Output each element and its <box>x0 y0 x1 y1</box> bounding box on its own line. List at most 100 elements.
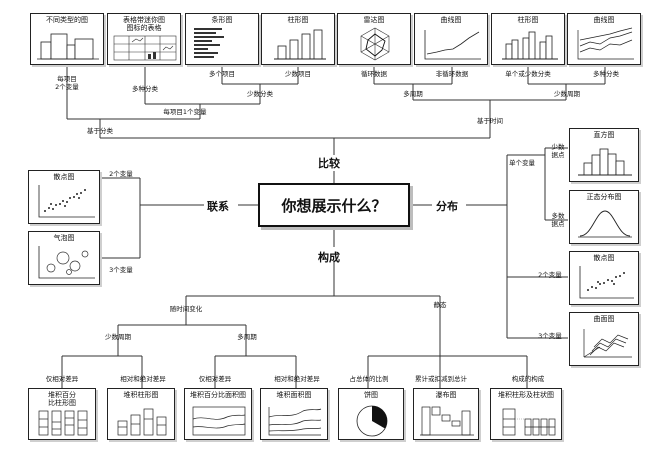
category-compare: 比较 <box>318 157 340 170</box>
card-title: 瀑布图 <box>435 391 457 399</box>
card-bar-chart: 条形图 <box>185 13 259 65</box>
label-few-periods-comp: 少数周期 <box>105 333 131 341</box>
label-one-var-per-item: 每项目1个变量 <box>163 108 207 116</box>
3d-surface-icon <box>583 329 632 358</box>
card-title: 柱形图 <box>517 16 539 24</box>
stacked-100-column-icon <box>38 410 88 436</box>
label-between-items: 基于分类 <box>87 127 113 135</box>
bell-curve-icon <box>578 210 632 238</box>
card-column-chart: 柱形图 <box>261 13 335 65</box>
label-dist-single-var: 单个变量 <box>509 159 535 167</box>
label-relation-three-var: 3个变量 <box>109 266 133 274</box>
card-title: 不同类型的图 <box>46 16 88 24</box>
label-component: 构成的构成 <box>511 375 545 383</box>
radar-chart-icon <box>360 27 390 61</box>
label-many-periods-comp: 多周期 <box>237 333 257 341</box>
scatter-plot-icon <box>38 185 95 218</box>
card-variable-width-chart: 不同类型的图 <box>30 13 104 65</box>
label-relative-diff-1: 仅相对差异 <box>45 375 79 383</box>
card-title: 堆积柱形图 <box>123 391 159 399</box>
card-title: 堆积百分 比柱形图 <box>48 391 76 407</box>
label-many-periods: 多周期 <box>403 90 423 98</box>
card-bubble-chart: 气泡图 <box>28 231 100 285</box>
card-title: 散点图 <box>53 173 75 181</box>
card-title: 表格带迷你图 图标的表格 <box>123 16 165 32</box>
card-histogram: 直方图 <box>569 128 639 182</box>
category-distribution: 分布 <box>436 200 458 213</box>
label-relative-diff-2: 仅相对差异 <box>198 375 232 383</box>
waterfall-chart-icon <box>420 406 474 436</box>
card-stacked-area: 堆积面积图 <box>260 388 328 440</box>
label-dist-two-var: 2个变量 <box>538 271 562 279</box>
card-radar-chart: 雷达图 <box>337 13 411 65</box>
stacked-area-icon <box>268 407 322 436</box>
label-accumulate: 累计或扣减到总计 <box>415 375 467 383</box>
histogram-icon <box>578 148 632 176</box>
category-relation: 联系 <box>207 200 229 213</box>
label-dist-many-points: 多数 据点 <box>551 212 565 228</box>
card-title: 堆积百分比面积图 <box>190 391 246 399</box>
label-few-periods: 少数周期 <box>554 90 580 98</box>
card-title: 条形图 <box>211 16 233 24</box>
card-title: 散点图 <box>593 254 615 262</box>
label-few-items: 少数项目 <box>285 70 311 78</box>
stacked-column-icon <box>117 408 167 436</box>
label-single-or-few: 单个或少数分类 <box>505 70 551 78</box>
bar-chart-icon <box>194 28 224 58</box>
card-title: 饼图 <box>364 391 378 399</box>
card-title: 正态分布图 <box>586 193 622 201</box>
label-cyclical: 循环数据 <box>361 70 387 78</box>
card-column-chart-2: 柱形图 <box>491 13 565 65</box>
card-title: 堆积柱形及柱状图 <box>498 391 554 399</box>
label-share-total: 占总体的比例 <box>349 375 389 383</box>
card-stacked-column: 堆积柱形图 <box>107 388 175 440</box>
pie-chart-icon <box>356 405 388 437</box>
label-relative-abs-2: 相对和绝对差异 <box>274 375 320 383</box>
multi-line-chart-icon <box>577 27 634 60</box>
label-few-categories: 少数分类 <box>247 90 273 98</box>
card-waterfall-chart: 瀑布图 <box>413 388 479 440</box>
card-scatter-plot: 散点图 <box>28 170 100 224</box>
label-relation-two-var: 2个变量 <box>109 170 133 178</box>
card-scatter-plot-2: 散点图 <box>569 251 639 305</box>
card-title: 堆积面积图 <box>276 391 312 399</box>
card-normal-distribution: 正态分布图 <box>569 190 639 244</box>
card-title: 气泡图 <box>53 234 75 242</box>
card-title: 曲线图 <box>593 16 615 24</box>
label-non-cyclical: 非循环数据 <box>435 70 469 78</box>
card-stacked-100-column: 堆积百分 比柱形图 <box>28 388 96 440</box>
label-many-categories: 多种分类 <box>132 85 158 93</box>
card-title: 直方图 <box>593 131 615 139</box>
label-per-item-2var: 每项目 2个变量 <box>55 75 79 91</box>
bubble-chart-icon <box>38 246 95 279</box>
card-pie-chart: 饼图 <box>338 388 404 440</box>
center-question: 你想展示什么？ <box>258 183 410 227</box>
card-stacked-100-area: 堆积百分比面积图 <box>184 388 252 440</box>
category-composition: 构成 <box>318 251 340 264</box>
grouped-column-icon <box>502 31 558 60</box>
scatter-plot-icon <box>579 266 634 299</box>
card-title: 雷达图 <box>363 16 385 24</box>
line-chart-icon <box>424 30 481 60</box>
column-chart-icon <box>274 29 326 60</box>
variable-width-chart-icon <box>37 33 99 60</box>
card-table-with-sparklines: 表格带迷你图 图标的表格 <box>107 13 181 65</box>
label-dist-few-points: 少数 据点 <box>551 143 565 159</box>
label-many-cat: 多种分类 <box>593 70 619 78</box>
card-stacked-with-subcomponents: 堆积柱形及柱状图 <box>490 388 562 440</box>
table-sparklines-icon <box>113 35 177 61</box>
label-many-items: 多个项目 <box>209 70 235 78</box>
card-title: 柱形图 <box>287 16 309 24</box>
label-static: 静态 <box>433 301 447 309</box>
label-over-time-comp: 随时间变化 <box>169 305 203 313</box>
card-line-chart-1: 曲线图 <box>414 13 488 65</box>
card-line-chart-2: 曲线图 <box>567 13 641 65</box>
label-over-time: 基于时间 <box>477 117 503 125</box>
stacked-subcomponent-icon <box>502 408 556 436</box>
card-surface-chart: 曲面图 <box>569 312 639 366</box>
label-dist-three-var: 3个变量 <box>538 332 562 340</box>
stacked-100-area-icon <box>192 406 246 436</box>
card-title: 曲面图 <box>593 315 615 323</box>
